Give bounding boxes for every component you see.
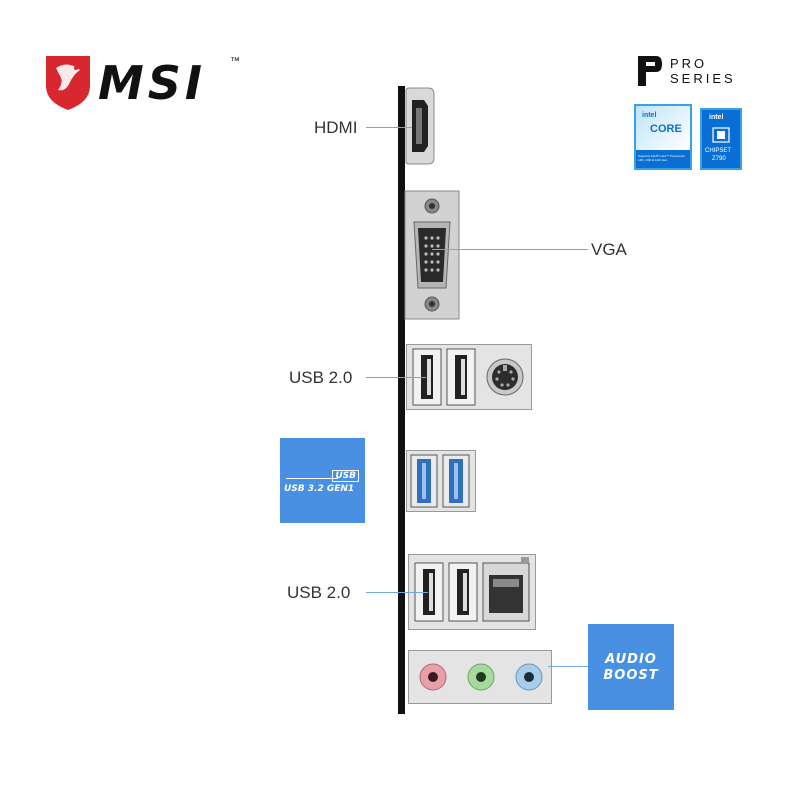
usb-logo-line: [286, 478, 338, 479]
vga-leader-line: [432, 249, 588, 250]
usb2-lan-panel: [408, 554, 536, 630]
intel-core-brand: intel: [642, 112, 657, 119]
intel-chipset-brand: intel: [709, 114, 724, 121]
pro-text: PRO: [670, 56, 708, 71]
usb-gen-text: USB 3.2 GEN1: [284, 484, 355, 494]
msi-dragon-shield-icon: [46, 56, 90, 110]
hdmi-leader-line: [366, 127, 412, 128]
audio-boost-badge: AUDIO BOOST: [588, 624, 674, 710]
chipset-label: CHIPSET: [705, 148, 732, 154]
usb2-ps2-panel: [406, 344, 532, 410]
vga-port: [404, 190, 460, 320]
audio-boost-line2: BOOST: [603, 668, 659, 683]
intel-core-badge: intel CORE Supports Intel® Core™ Process…: [634, 104, 692, 170]
intel-core-name: CORE: [650, 123, 682, 135]
audio-leader-line: [548, 666, 588, 667]
series-text: SERIES: [670, 71, 736, 86]
usb2-top-leader-line: [366, 377, 426, 378]
hdmi-port: [404, 86, 436, 166]
msi-logo: MSI ™: [40, 52, 250, 112]
io-shield-bracket: [398, 86, 405, 714]
chipset-model: Z790: [712, 156, 726, 162]
usb-logo-text: USB: [332, 470, 359, 482]
hdmi-label: HDMI: [314, 118, 358, 137]
chipset-chip-icon: [712, 127, 730, 143]
usb2-bottom-leader-line: [366, 592, 428, 593]
audio-boost-line1: AUDIO: [605, 652, 657, 667]
intel-chipset-badge: intel CHIPSET Z790: [700, 108, 742, 170]
usb3-panel: [406, 450, 476, 512]
msi-wordmark: MSI: [98, 56, 207, 110]
msi-trademark: ™: [230, 56, 240, 67]
vga-label: VGA: [591, 240, 627, 259]
usb2-top-label: USB 2.0: [289, 368, 353, 387]
usb2-bottom-label: USB 2.0: [287, 583, 351, 602]
pro-series-logo: PRO SERIES: [636, 54, 756, 90]
audio-panel: [408, 650, 552, 704]
pro-series-p-icon: [638, 56, 662, 86]
intel-core-caption: Supports Intel® Core™ Processors 14th, 1…: [638, 154, 685, 162]
usb3-gen1-badge: USB USB 3.2 GEN1: [280, 438, 365, 523]
